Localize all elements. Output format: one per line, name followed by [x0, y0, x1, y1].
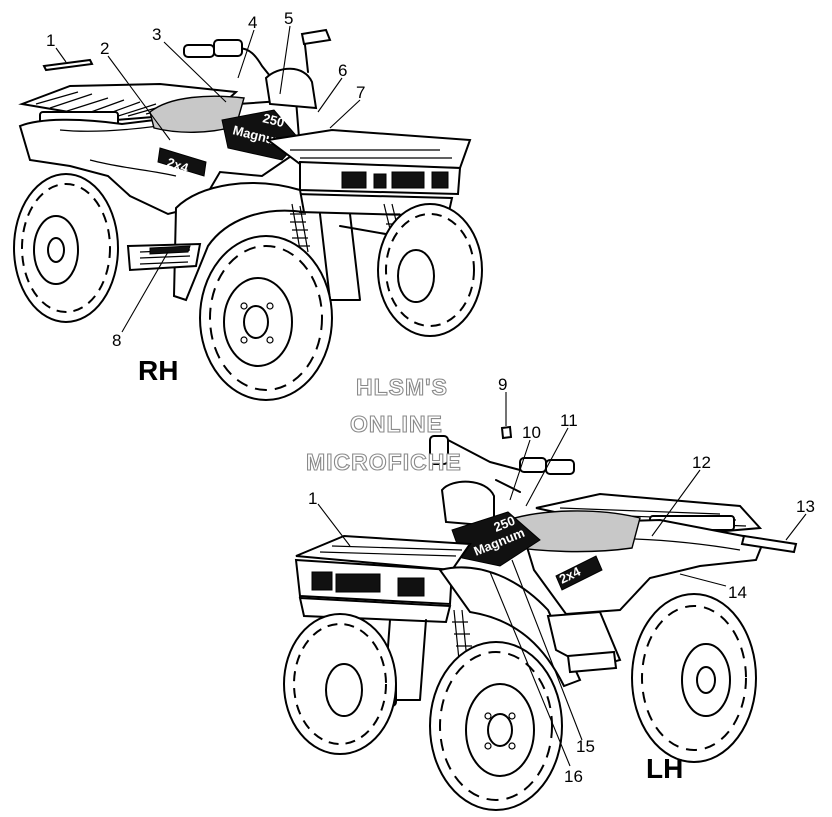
- svg-text:250: 250: [261, 110, 286, 130]
- lh-footwell: [566, 650, 618, 674]
- lh-rear-wheel: [631, 593, 757, 763]
- rh-front-bumper: [294, 160, 462, 218]
- lh-front-fender: [438, 566, 582, 688]
- view-label-lh: LH: [646, 753, 683, 784]
- callout-14: 14: [728, 583, 747, 602]
- lh-rear-rack: [535, 492, 763, 538]
- callout-numbers: 1 2 3 4 5 6 7 8 1 9 10 11 12 13 14 15 16: [46, 9, 815, 786]
- rh-rear-wheel: [13, 173, 119, 323]
- lh-front-bumper: [294, 558, 454, 624]
- callout-12: 12: [692, 453, 711, 472]
- watermark-line-3: MICROFICHE: [306, 449, 462, 475]
- watermark-line-1: HLSM'S: [356, 374, 448, 400]
- callout-1-rh: 1: [46, 31, 55, 50]
- svg-text:2x4: 2x4: [165, 155, 191, 176]
- callout-5: 5: [284, 9, 293, 28]
- view-label-rh: RH: [138, 355, 178, 386]
- rh-front-fender: [172, 182, 306, 302]
- decal-1-strip: [42, 58, 94, 72]
- callout-15: 15: [576, 737, 595, 756]
- decal-13-strip: [740, 534, 798, 554]
- lh-front-far-wheel: [283, 613, 397, 755]
- callout-8: 8: [112, 331, 121, 350]
- rh-footrest-decal: [149, 245, 191, 255]
- rh-front-far-wheel: [377, 203, 483, 337]
- lh-magnum-decal: Magnum 250: [451, 511, 541, 567]
- watermark-line-2: ONLINE: [350, 411, 443, 437]
- callout-6: 6: [338, 61, 347, 80]
- callout-3: 3: [152, 25, 161, 44]
- callout-4: 4: [248, 13, 257, 32]
- lh-front-rack: [295, 534, 472, 572]
- rh-2x4-decal: 2x4: [157, 147, 207, 177]
- atv-rh-view: 2x4 Magnum 250: [13, 28, 483, 401]
- callout-13: 13: [796, 497, 815, 516]
- rh-magnum-decal: Magnum 250: [221, 109, 301, 161]
- callout-11: 11: [560, 411, 578, 430]
- rh-headlight-pod: [264, 67, 318, 110]
- callout-7: 7: [356, 83, 365, 102]
- rh-front-rack: [265, 128, 472, 170]
- lh-handlebars: [429, 435, 575, 493]
- callout-1-lh: 1: [308, 489, 317, 508]
- callout-2: 2: [100, 39, 109, 58]
- leader-lines: [55, 25, 807, 767]
- lh-front-wheel: [429, 641, 563, 811]
- callout-10: 10: [522, 423, 541, 442]
- lh-2x4-decal: 2x4: [555, 555, 603, 591]
- decal-9-tag: [500, 425, 513, 440]
- callout-9: 9: [498, 375, 507, 394]
- rh-front-wheel: [199, 235, 333, 401]
- atv-lh-view: Magnum 250 2x4: [283, 435, 766, 811]
- callout-16: 16: [564, 767, 583, 786]
- watermark: HLSM'S ONLINE MICROFICHE: [305, 373, 462, 475]
- rh-handlebars: [183, 28, 332, 87]
